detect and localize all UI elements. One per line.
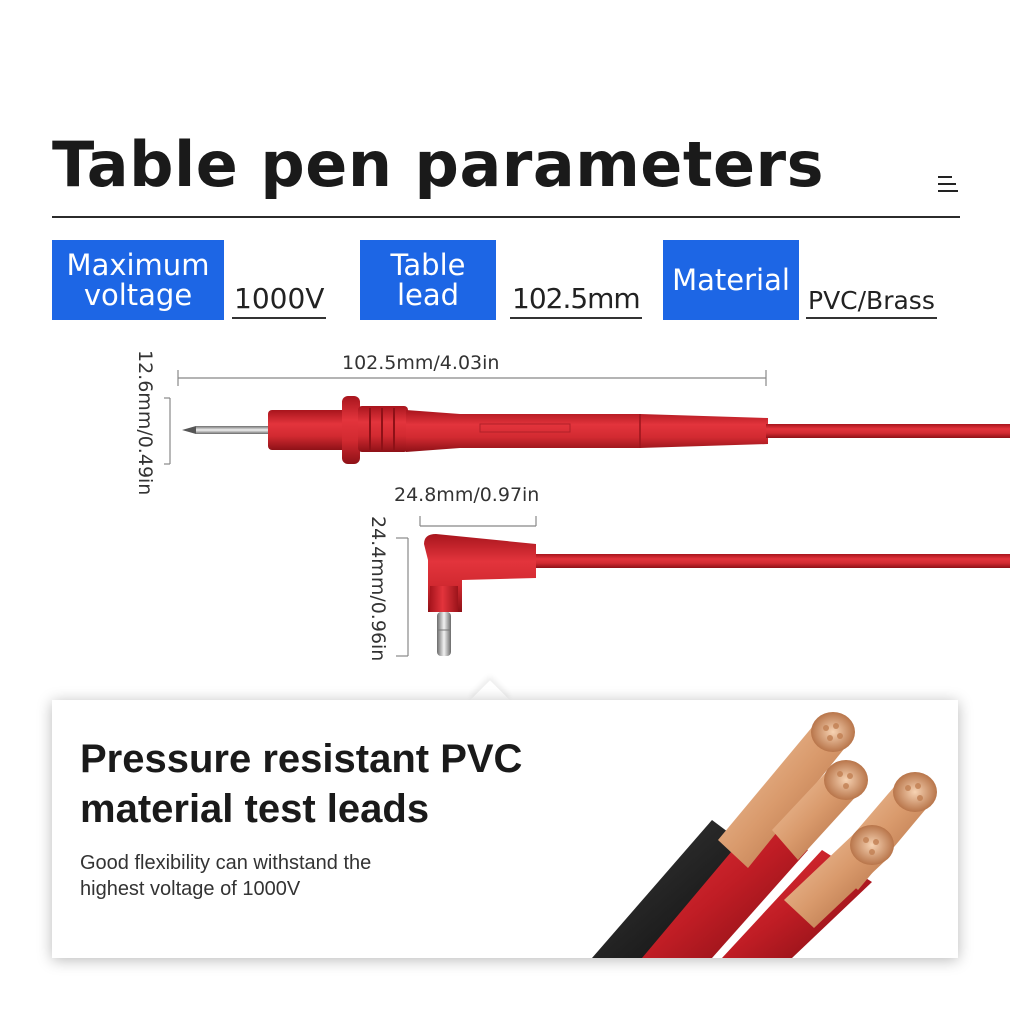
header-divider	[52, 216, 960, 218]
feature-heading: Pressure resistant PVC material test lea…	[80, 737, 523, 831]
hamburger-menu-icon[interactable]	[936, 172, 960, 196]
dimension-angled-width: 24.8mm/0.97in	[394, 484, 540, 506]
page-title: Table pen parameters	[52, 128, 825, 201]
copper-wire-illustration	[592, 712, 937, 958]
param-label-max-voltage: Maximum voltage	[52, 240, 224, 320]
feature-description: Good flexibility can withstand the highe…	[80, 852, 372, 900]
angled-probe	[424, 534, 1010, 656]
feature-card: Pressure resistant PVC material test lea…	[52, 700, 958, 958]
param-label-material: Material	[663, 240, 799, 320]
straight-probe	[182, 396, 1010, 464]
length-dimension-bracket	[177, 370, 767, 386]
angled-height-bracket	[396, 537, 409, 657]
param-value-table-lead: 102.5mm	[510, 282, 642, 319]
test-probe-illustration	[164, 370, 1010, 657]
angled-width-bracket	[419, 516, 537, 527]
diameter-dimension-bracket	[164, 397, 171, 465]
dimension-straight-length: 102.5mm/4.03in	[342, 352, 500, 374]
param-label-table-lead: Table lead	[360, 240, 496, 320]
param-value-material: PVC/Brass	[806, 286, 937, 319]
param-value-max-voltage: 1000V	[232, 282, 327, 319]
